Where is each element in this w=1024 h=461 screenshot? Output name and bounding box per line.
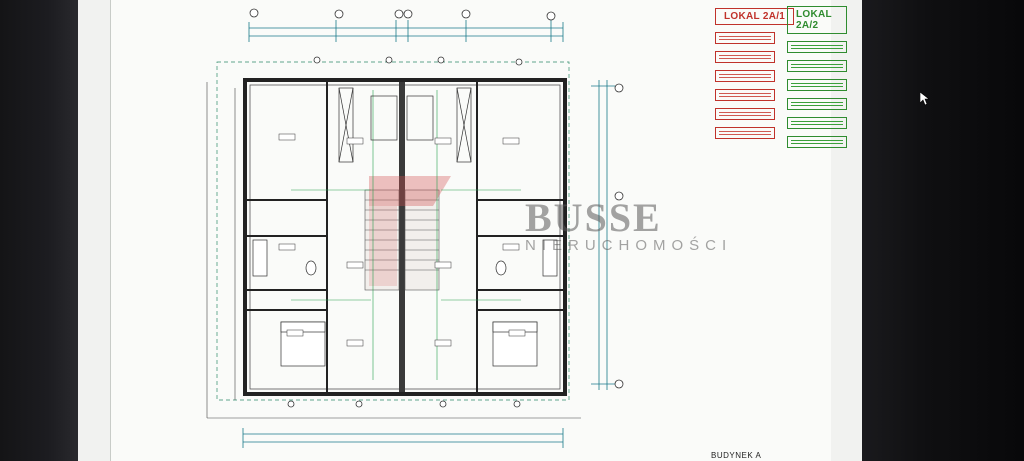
legend-row bbox=[787, 98, 847, 110]
monitor-bezel-left bbox=[0, 0, 80, 461]
floor-plan bbox=[206, 8, 624, 448]
legend-row bbox=[787, 41, 847, 53]
top-dimension-lines bbox=[248, 20, 564, 42]
green-dimension-lines bbox=[291, 90, 521, 380]
watermark-logo: BUSSE NIERUCHOMOŚCI bbox=[525, 194, 732, 254]
legend-row bbox=[787, 117, 847, 129]
legend-unit-2a1-title: LOKAL 2A/1 bbox=[715, 8, 795, 25]
watermark-subtitle: NIERUCHOMOŚCI bbox=[525, 237, 733, 254]
legend-row bbox=[715, 127, 775, 139]
room-tags bbox=[278, 133, 526, 347]
legend-row bbox=[715, 32, 775, 44]
legend-row bbox=[715, 70, 775, 82]
monitor-bezel-right bbox=[862, 0, 1024, 461]
beds bbox=[280, 321, 538, 367]
right-dimension-lines bbox=[591, 80, 615, 390]
bottom-dimension-lines bbox=[242, 428, 564, 448]
legend-row bbox=[787, 79, 847, 91]
drawing-sheet: LOKAL 2A/1 LOKAL 2A/2 BUSSE NIERUCHOMOŚC… bbox=[110, 0, 847, 461]
watermark-brand: BUSSE bbox=[525, 195, 662, 240]
legend-row bbox=[787, 136, 847, 148]
building-label: BUDYNEK A bbox=[711, 451, 762, 460]
interior-walls bbox=[247, 199, 563, 311]
legend-unit-2a1: LOKAL 2A/1 bbox=[715, 6, 795, 139]
staircase bbox=[364, 189, 440, 291]
legend-row bbox=[715, 51, 775, 63]
legend-row bbox=[787, 60, 847, 72]
window-markers bbox=[287, 56, 523, 408]
site-outline bbox=[206, 82, 581, 419]
screen: LOKAL 2A/1 LOKAL 2A/2 BUSSE NIERUCHOMOŚC… bbox=[78, 0, 864, 461]
axis-markers-top bbox=[249, 8, 556, 21]
closets bbox=[338, 87, 472, 163]
axis-markers-right bbox=[614, 83, 624, 389]
legend-unit-2a2-title: LOKAL 2A/2 bbox=[787, 6, 847, 34]
mouse-cursor-icon bbox=[920, 92, 930, 106]
legend-unit-2a2: LOKAL 2A/2 bbox=[787, 6, 847, 148]
bathroom-fixtures bbox=[252, 239, 558, 277]
legend-row bbox=[715, 89, 775, 101]
legend-row bbox=[715, 108, 775, 120]
